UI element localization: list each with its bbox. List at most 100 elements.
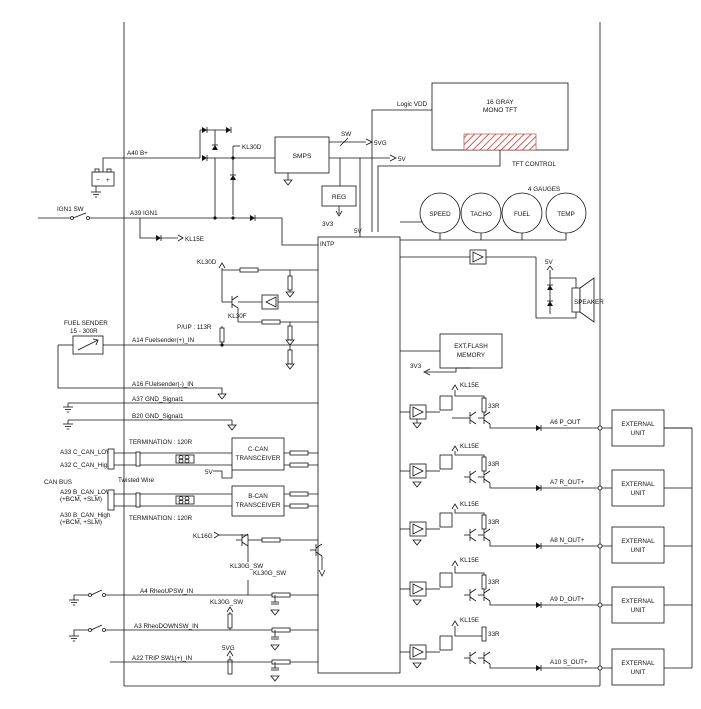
reg-3v3-label: 3V3 <box>322 221 334 228</box>
mcu-block: INTP 5V <box>317 228 401 674</box>
fuel-gauge: FUEL <box>501 192 543 234</box>
speaker-5v-label: 5V <box>545 259 554 266</box>
a39-label: A39 IGN1 <box>130 210 158 217</box>
kl30g-sw-label-c: KL30G_SW <box>210 599 243 606</box>
a6-label: A6 P_OUT <box>550 419 581 426</box>
tft-title-line2: MONO TFT <box>483 107 517 114</box>
svg-text:EXTERNAL: EXTERNAL <box>621 421 655 428</box>
svg-text:TRANSCEIVER: TRANSCEIVER <box>236 502 281 509</box>
kl15e-label-1: KL15E <box>460 382 479 389</box>
svg-text:UNIT: UNIT <box>631 430 646 437</box>
ccan-transceiver <box>231 437 285 471</box>
svg-text:EXTERNAL: EXTERNAL <box>621 538 655 545</box>
kl16g-section: KL16G KL30G_SW KL30G_SW <box>193 531 326 577</box>
logic-vdd-label: Logic VDD <box>397 101 428 108</box>
tft-display: 16 GRAY MONO TFT Logic VDD TFT CONTROL <box>371 82 569 232</box>
smps-5v-label: 5V <box>398 156 407 163</box>
svg-text:EXTERNAL: EXTERNAL <box>621 598 655 605</box>
svg-text:UNIT: UNIT <box>631 490 646 497</box>
external-unit-4 <box>611 586 665 624</box>
a16-label: A16 FUelsender(-)_IN <box>132 381 194 388</box>
ext-flash: EXT.FLASH MEMORY 3V3 <box>400 333 503 376</box>
temp-gauge: TEMP <box>545 192 587 234</box>
kl15e-label-3: KL15E <box>460 501 479 508</box>
a30-label-1: A30 B_CAN_High <box>60 512 111 519</box>
speaker-label: SPEAKER <box>574 299 604 306</box>
a3-label: A3 RheoDOWNSW_IN <box>134 623 199 630</box>
output-channels: KL15E 33R A6 P_OUT EXTERNAL UNIT KL15E <box>400 382 693 686</box>
output-channel-d: KL15E 33R A9 D_OUT+ EXTERNAL UNIT <box>400 557 692 624</box>
gauges-section: 4 GAUGES SPEED TACHO FUEL TEMP <box>400 186 587 241</box>
ign1-section: IGN1 SW A39 IGN1 KL15E <box>38 158 318 246</box>
kl30d-top-label: KL30D <box>197 259 217 266</box>
a40-label: A40 B+ <box>127 150 148 157</box>
svg-text:UNIT: UNIT <box>631 669 646 676</box>
svg-text:TACHO: TACHO <box>470 211 492 218</box>
ohm-label-4: 33R <box>488 579 500 586</box>
tft-connector-hatch <box>463 133 537 151</box>
fuel-sender-title: FUEL SENDER <box>64 320 108 327</box>
external-unit-5 <box>611 648 665 686</box>
svg-text:−: − <box>96 177 100 184</box>
speed-gauge: SPEED <box>419 192 461 234</box>
pup-label: P/UP : 113R <box>177 324 212 331</box>
svg-text:SPEED: SPEED <box>429 211 451 218</box>
a32-label: A32 C_CAN_High <box>60 462 111 469</box>
flash-3v3-label: 3V3 <box>410 363 422 370</box>
a4-label: A4 RheoUPSW_IN <box>140 588 194 595</box>
termination-bottom-label: TERMINATION : 120R <box>129 515 193 522</box>
external-unit-2 <box>611 469 665 507</box>
kl30g-sw-label-a: KL30G_SW <box>230 563 263 570</box>
ecu-boundary <box>123 22 601 687</box>
bcan-transceiver <box>231 485 285 517</box>
termination-top-label: TERMINATION : 120R <box>129 439 193 446</box>
output-channel-n: KL15E 33R A8 N_OUT+ EXTERNAL UNIT <box>400 501 692 564</box>
ign1-sw-label: IGN1 SW <box>57 206 84 213</box>
kl30-input-section: KL30D KL30F P/UP : 113R <box>177 259 318 346</box>
svg-text:FUEL: FUEL <box>514 211 531 218</box>
a30-label-2: (+BCM, +SLM) <box>60 519 102 526</box>
a22-label: A22 TRIP SW1(+)_IN <box>132 655 193 662</box>
mcu-5v-label: 5V <box>354 228 363 235</box>
svg-text:C-CAN: C-CAN <box>248 446 268 453</box>
ign-kl15e-label: KL15E <box>185 236 204 243</box>
kl16g-label: KL16G <box>193 533 213 540</box>
speaker-icon <box>571 277 595 323</box>
reg-label: REG <box>332 194 346 201</box>
a8-label: A8 N_OUT+ <box>550 537 585 544</box>
sw-label: SW <box>341 131 351 138</box>
kl30f-label: KL30F <box>228 313 247 320</box>
svg-text:MEMORY: MEMORY <box>457 352 486 359</box>
intp-label: INTP <box>320 241 334 248</box>
output-channel-p: KL15E 33R A6 P_OUT EXTERNAL UNIT <box>400 382 692 447</box>
svg-text:B-CAN: B-CAN <box>248 493 268 500</box>
ohm-label-2: 33R <box>488 461 500 468</box>
ohm-label-3: 33R <box>488 519 500 526</box>
kl30g-sw-label-b: KL30G_SW <box>253 570 286 577</box>
external-unit-3 <box>611 526 665 564</box>
a29-label-1: A29 B_CAN_LOW <box>60 489 112 496</box>
a33-label: A33 C_CAN_LOW <box>60 449 112 456</box>
smps-5vg-label: 5VG <box>374 140 387 147</box>
can-5v-label: 5V <box>205 469 214 476</box>
can-section: TERMINATION : 120R A33 C_CAN_LOW A32 C_C… <box>44 437 318 526</box>
output-channel-s: KL15E 33R A10 S_OUT+ EXTERNAL UNIT <box>400 617 692 686</box>
tacho-gauge: TACHO <box>460 192 502 234</box>
svg-text:EXT.FLASH: EXT.FLASH <box>454 343 488 350</box>
trip-5vg-label: 5VG <box>222 645 235 652</box>
svg-text:UNIT: UNIT <box>631 607 646 614</box>
a9-label: A9 D_OUT+ <box>550 596 585 603</box>
a29-label-2: (+BCM, +SLM) <box>60 496 102 503</box>
ohm-label-1: 33R <box>488 403 500 410</box>
smps-label: SMPS <box>293 153 312 160</box>
kl15e-label-2: KL15E <box>460 443 479 450</box>
b20-label: B20 GND_Signal1 <box>132 413 184 420</box>
a7-label: A7 R_OUT+ <box>550 479 585 486</box>
speaker-section: 5V SPEAKER <box>400 249 604 323</box>
tft-title-line1: 16 GRAY <box>486 99 514 106</box>
fuel-sender-range: 15 - 300R <box>70 328 98 335</box>
twisted-wire-label: Twisted Wire <box>118 477 155 484</box>
svg-text:TRANSCEIVER: TRANSCEIVER <box>236 455 281 462</box>
svg-text:TEMP: TEMP <box>557 211 575 218</box>
